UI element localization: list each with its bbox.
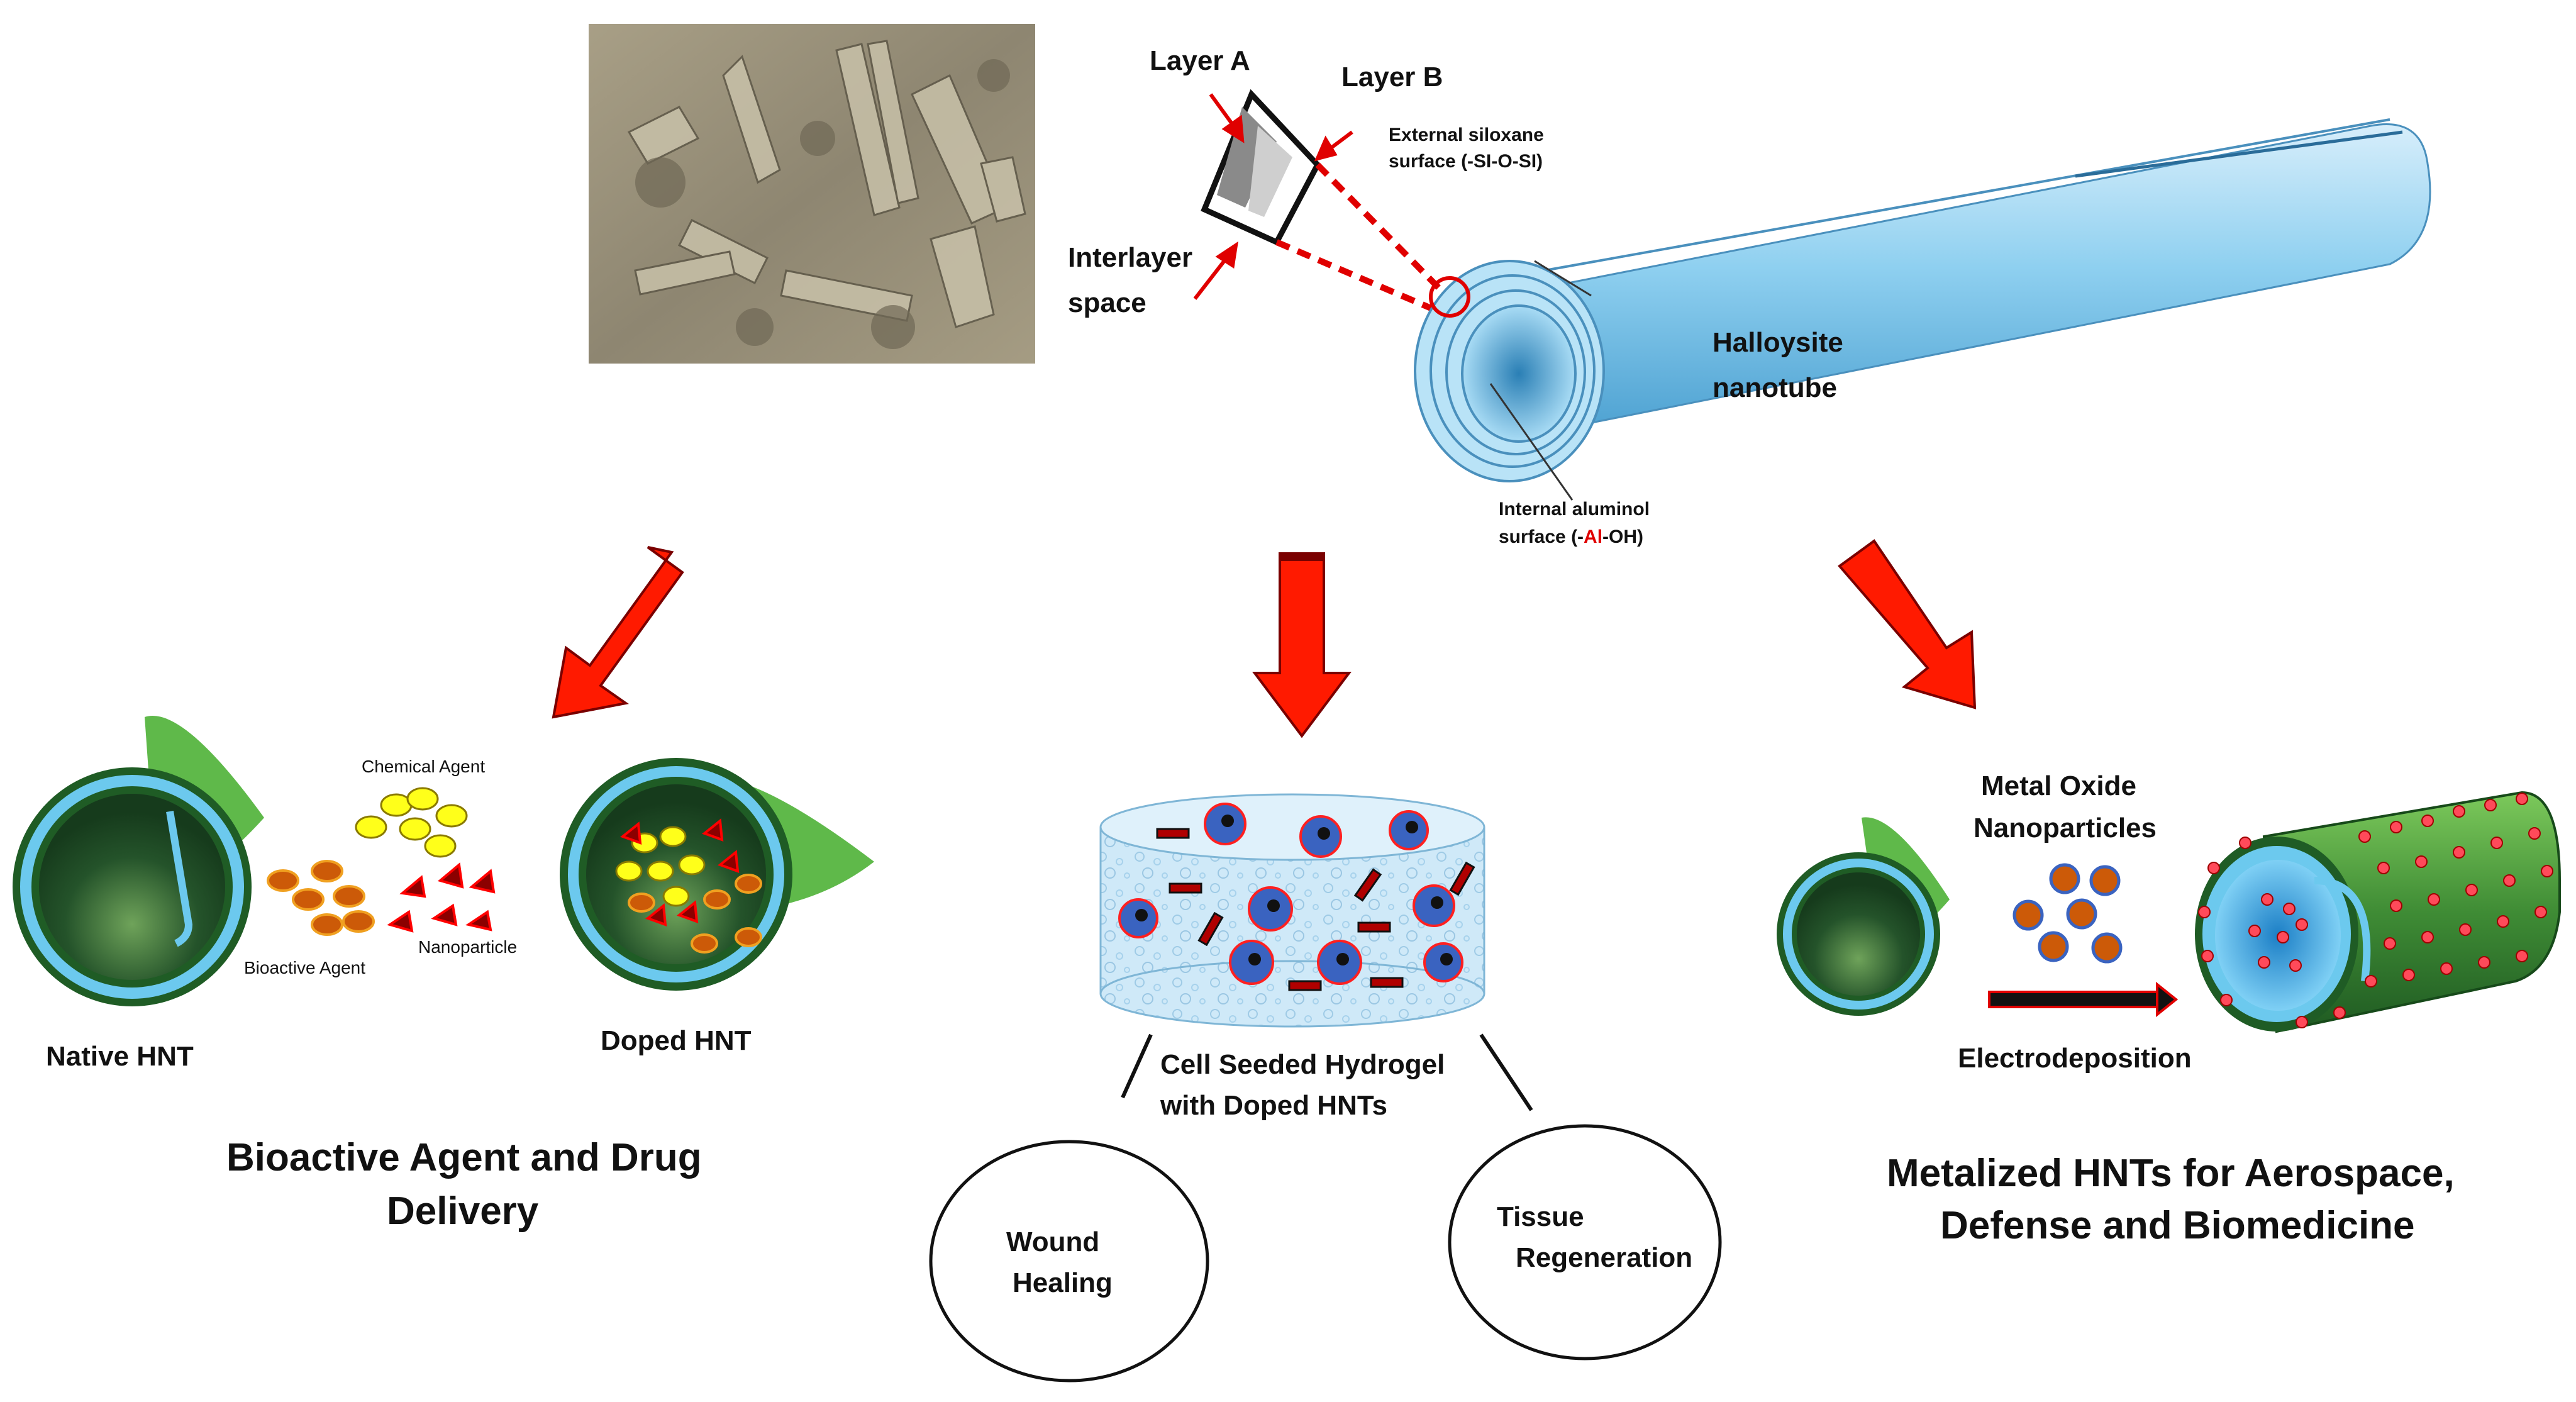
interlayer-label-1: Interlayer xyxy=(1068,242,1193,273)
pointer-arrows xyxy=(1193,93,1353,300)
nanoparticle-label: Nanoparticle xyxy=(418,937,518,957)
layer-schematic xyxy=(1201,89,1443,313)
left-title-1: Bioactive Agent and Drug xyxy=(226,1136,702,1179)
wound-label-2: Healing xyxy=(1013,1267,1113,1298)
right-title-2: Defense and Biomedicine xyxy=(1940,1204,2415,1247)
sem-micrograph xyxy=(589,24,1035,364)
wound-healing-circle xyxy=(929,1140,1209,1383)
arrow-center xyxy=(1252,552,1352,738)
small-hnt xyxy=(1777,817,1950,1016)
hydrogel-branches xyxy=(1121,1033,1533,1111)
doped-hnt-label: Doped HNT xyxy=(601,1025,752,1056)
nanoparticles xyxy=(387,862,496,933)
doped-hnt xyxy=(560,758,874,991)
native-hnt-label: Native HNT xyxy=(46,1041,194,1072)
external-surface-label-2: surface (-SI-O-SI) xyxy=(1389,151,1543,172)
metalized-hnt xyxy=(2195,791,2561,1033)
halloysite-label-2: nanotube xyxy=(1713,372,1837,403)
arrow-right xyxy=(1838,539,1977,709)
halloysite-label-1: Halloysite xyxy=(1713,327,1843,358)
tissue-label-2: Regeneration xyxy=(1516,1242,1693,1273)
metal-oxide-particles xyxy=(2012,863,2123,964)
layer-b-label: Layer B xyxy=(1341,62,1443,92)
bioactive-agent-label: Bioactive Agent xyxy=(244,958,366,977)
internal-surface-label-1: Internal aluminol xyxy=(1499,499,1650,520)
left-title-2: Delivery xyxy=(387,1189,539,1233)
layer-a-label: Layer A xyxy=(1150,45,1250,76)
metal-oxide-label-2: Nanoparticles xyxy=(1974,813,2157,843)
tissue-label-1: Tissue xyxy=(1497,1201,1584,1232)
chemical-agents xyxy=(355,787,468,858)
arrow-left xyxy=(552,546,684,719)
hydrogel-label-1: Cell Seeded Hydrogel xyxy=(1160,1049,1445,1080)
hydrogel-label-2: with Doped HNTs xyxy=(1160,1090,1387,1121)
interlayer-label-2: space xyxy=(1068,287,1146,318)
aluminum-symbol: Al xyxy=(1584,526,1603,547)
native-hnt xyxy=(13,716,264,1006)
electrodeposition-label: Electrodeposition xyxy=(1958,1043,2192,1074)
internal-surface-label-2: surface (-Al-OH) xyxy=(1499,526,1644,547)
hydrogel-disk xyxy=(1099,793,1485,1028)
right-title-1: Metalized HNTs for Aerospace, xyxy=(1887,1152,2455,1195)
wound-label-1: Wound xyxy=(1006,1227,1100,1257)
external-surface-label-1: External siloxane xyxy=(1389,125,1544,145)
metal-oxide-label-1: Metal Oxide xyxy=(1981,771,2136,801)
chemical-agent-label: Chemical Agent xyxy=(362,757,486,776)
electrodeposition-arrow xyxy=(1988,981,2179,1018)
halloysite-nanotube xyxy=(1414,118,2431,501)
bioactive-agents xyxy=(267,860,375,936)
tissue-regeneration-circle xyxy=(1448,1124,1722,1360)
